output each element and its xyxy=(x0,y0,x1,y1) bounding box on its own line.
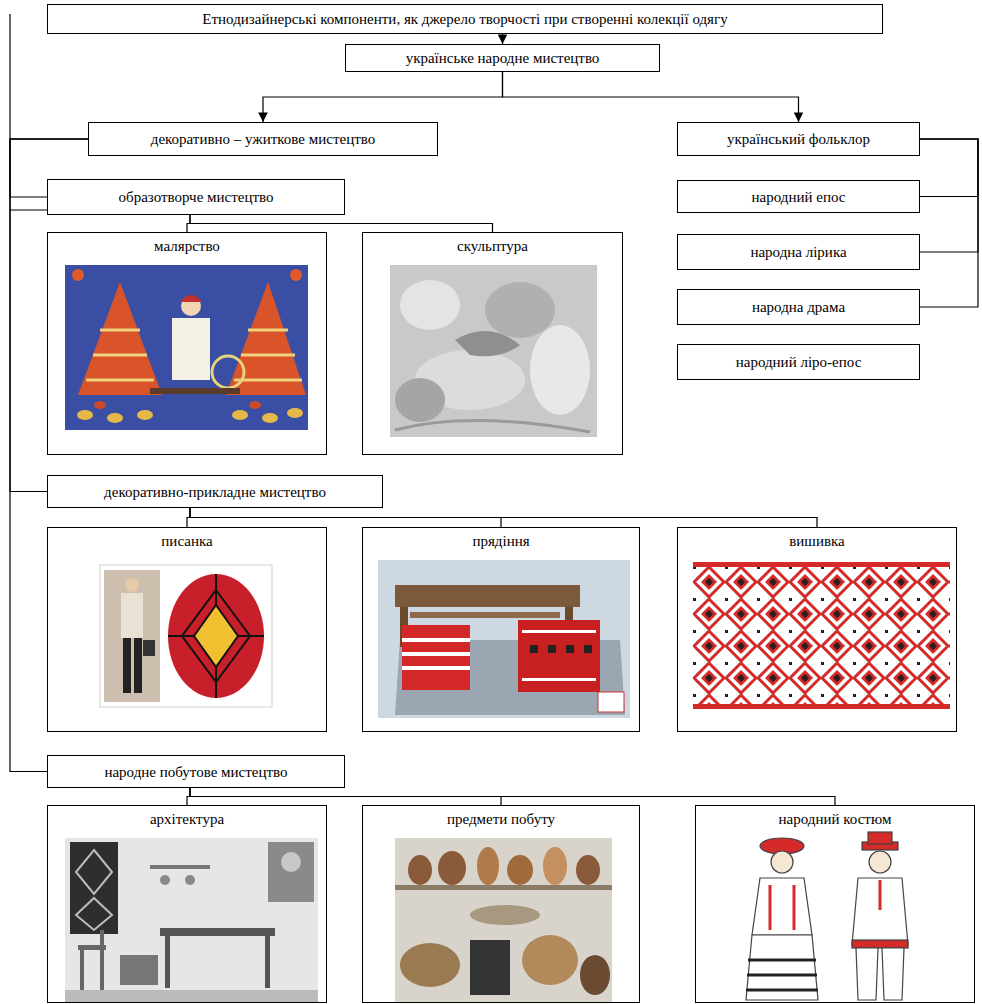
box-label: декоративно – ужиткове мистецтво xyxy=(151,130,375,148)
painting-picture xyxy=(65,265,308,430)
box-label: архітектура xyxy=(147,810,227,828)
connector xyxy=(10,139,88,197)
image-panel: писанка xyxy=(47,527,327,732)
box-label: народне побутове мистецтво xyxy=(104,763,287,781)
image-panel: архітектура xyxy=(47,805,327,1003)
box-label: прядіння xyxy=(469,532,532,550)
text-box: декоративно-прикладне мистецтво xyxy=(47,475,383,508)
text-box: народне побутове мистецтво xyxy=(47,755,345,788)
box-label: вишивка xyxy=(786,532,848,550)
connector xyxy=(10,139,88,492)
text-box: український фольклор xyxy=(677,122,920,156)
text-box: народна лірика xyxy=(677,234,920,270)
box-label: український фольклор xyxy=(727,130,870,148)
connector xyxy=(503,72,799,122)
text-box: Етнодизайнерські компоненти, як джерело … xyxy=(47,4,883,34)
box-label: народна лірика xyxy=(750,243,846,261)
box-label: писанка xyxy=(158,532,215,550)
box-label: предмети побуту xyxy=(444,810,558,828)
bus-line xyxy=(9,14,10,140)
connector xyxy=(920,139,978,307)
box-label: українське народне мистецтво xyxy=(406,49,600,67)
connector xyxy=(190,508,817,527)
text-box: українське народне мистецтво xyxy=(345,44,660,72)
box-label: декоративно-прикладне мистецтво xyxy=(104,483,326,501)
box-label: скульптура xyxy=(454,237,531,255)
costume-picture xyxy=(746,832,908,1000)
connector xyxy=(190,215,493,232)
bus-line xyxy=(10,209,47,210)
text-box: образотворче мистецтво xyxy=(47,179,345,215)
image-panel: малярство xyxy=(47,232,327,455)
pysanka-picture xyxy=(100,565,272,707)
connector xyxy=(920,139,978,197)
household-picture xyxy=(395,838,612,1002)
text-box: народний ліро-епос xyxy=(677,344,920,380)
interior-picture xyxy=(65,838,318,1002)
text-box: народний епос xyxy=(677,180,920,213)
image-panel: предмети побуту xyxy=(362,805,640,1003)
text-box: декоративно – ужиткове мистецтво xyxy=(88,122,438,156)
image-panel: скульптура xyxy=(362,232,623,455)
image-panel: прядіння xyxy=(362,527,640,732)
box-label: народний костюм xyxy=(776,810,895,828)
box-label: народний ліро-епос xyxy=(736,353,862,371)
box-label: малярство xyxy=(151,237,223,255)
box-label: образотворче мистецтво xyxy=(119,188,274,206)
image-panel: вишивка xyxy=(677,527,957,732)
connector xyxy=(502,34,503,44)
box-label: народний епос xyxy=(752,188,846,206)
weaving-picture xyxy=(378,560,630,718)
connector xyxy=(920,139,978,252)
box-label: народна драма xyxy=(752,298,845,316)
embroidery-picture xyxy=(693,562,950,709)
box-label: Етнодизайнерські компоненти, як джерело … xyxy=(202,10,727,28)
text-box: народна драма xyxy=(677,289,920,325)
connector xyxy=(190,788,835,805)
connector xyxy=(10,139,88,772)
sculpture-picture xyxy=(390,265,597,437)
image-panel: народний костюм xyxy=(695,805,975,1003)
connector xyxy=(263,72,503,122)
